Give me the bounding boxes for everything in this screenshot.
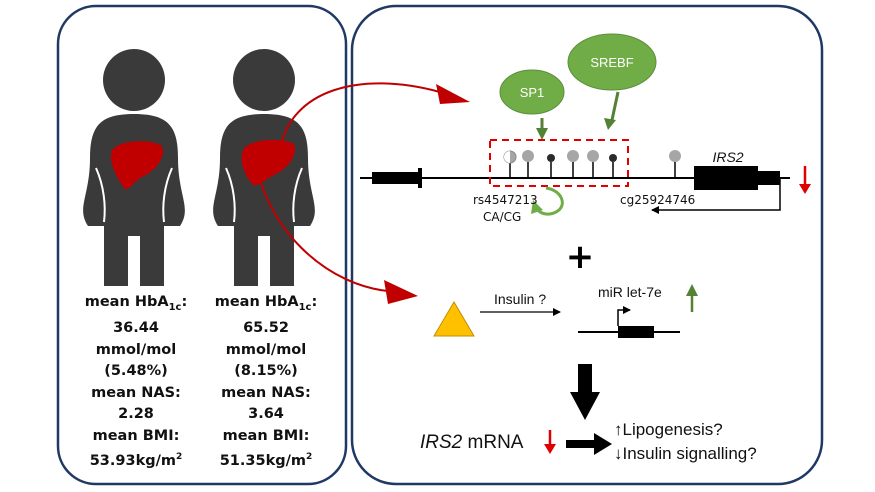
mrna-label: IRS2 mRNA xyxy=(420,432,523,454)
nas-label: mean NAS: xyxy=(221,384,311,401)
insulin-triangle-icon xyxy=(433,301,475,337)
mirna-exon xyxy=(618,326,654,338)
mrna-down-arrowhead xyxy=(544,444,556,454)
hba1c-value: 36.44 xyxy=(113,320,159,337)
outcome-insulin-signalling: ↓Insulin signalling? xyxy=(614,444,757,463)
cpg-lollipop xyxy=(609,154,617,178)
mrna-gene-name: IRS2 xyxy=(420,432,463,453)
curved-arrow-to-gene xyxy=(279,82,441,151)
hba1c-subscript: 1c xyxy=(298,301,312,313)
outcome-lipogenesis: ↑Lipogenesis? xyxy=(614,420,723,439)
liver-icon xyxy=(110,141,164,190)
big-down-arrow-head xyxy=(570,392,600,420)
hba1c-unit: mmol/mol xyxy=(225,341,307,358)
right-panel-frame xyxy=(350,4,824,486)
sp1-arrowhead xyxy=(536,128,548,140)
srebf-arrowhead xyxy=(604,118,616,130)
hba1c-percent: (8.15%) xyxy=(234,363,298,380)
mirna-tss-arrow xyxy=(617,306,631,326)
bmi-superscript: 2 xyxy=(176,452,183,463)
exon-marker xyxy=(418,168,422,188)
mirna-label: miR let-7e xyxy=(598,284,662,300)
nas-value: 2.28 xyxy=(118,406,154,423)
big-down-arrow-shaft xyxy=(578,364,592,394)
hba1c-unit: mmol/mol xyxy=(95,341,177,358)
bmi-superscript: 2 xyxy=(306,452,313,463)
bmi-row: 53.93kg/m2 xyxy=(66,447,206,472)
bmi-row: 51.35kg/m2 xyxy=(196,447,336,472)
mrna-suffix: mRNA xyxy=(462,432,524,453)
curved-arrow-to-insulin xyxy=(255,157,401,293)
effect-arrow-shaft xyxy=(566,440,596,448)
patient-stats-left: mean HbA1c: 36.44 mmol/mol (5.48%) mean … xyxy=(66,292,206,473)
mirna-up-arrowhead xyxy=(686,284,698,296)
arrowhead-to-insulin xyxy=(384,280,418,304)
hba1c-label: mean HbA xyxy=(214,294,299,310)
nas-value: 3.64 xyxy=(248,406,284,423)
transcription-start-arrow xyxy=(651,178,781,214)
hba1c-suffix: : xyxy=(181,294,188,310)
irs2-exon-small xyxy=(758,171,780,185)
effect-arrow-head xyxy=(594,433,612,455)
gene-down-arrowhead xyxy=(799,184,811,194)
snp-alleles: CA/CG xyxy=(483,210,522,224)
hba1c-percent: (5.48%) xyxy=(104,363,168,380)
tf-srebf-bubble xyxy=(567,33,657,91)
gene-label: IRS2 xyxy=(712,149,743,165)
nas-label: mean NAS: xyxy=(91,384,181,401)
cpg-lollipop xyxy=(547,154,555,178)
tf-sp1-bubble xyxy=(499,69,565,115)
irs2-exon-large xyxy=(694,166,758,190)
hba1c-label: mean HbA xyxy=(84,294,169,310)
liver-icon xyxy=(241,139,296,186)
upstream-exon xyxy=(372,172,418,184)
tf-srebf-label: SREBF xyxy=(590,55,633,70)
cpg-lollipop xyxy=(522,150,534,178)
bmi-label: mean BMI: xyxy=(222,427,310,444)
cpg-label: cg25924746 xyxy=(620,193,696,207)
cpg-lollipop xyxy=(567,150,579,178)
tf-sp1-label: SP1 xyxy=(520,85,545,100)
snp-curved-arrow xyxy=(534,186,564,216)
cpg-lollipop-cg25924746 xyxy=(669,150,681,178)
cpg-lollipop xyxy=(587,150,599,178)
promoter-region-box xyxy=(489,139,629,187)
arrowhead-to-gene xyxy=(436,84,470,104)
insulin-label: Insulin ? xyxy=(494,291,547,307)
hba1c-subscript: 1c xyxy=(168,301,182,313)
left-panel-frame xyxy=(56,4,348,486)
hba1c-row: mean HbA1c: xyxy=(196,292,336,318)
srebf-binding-arrow xyxy=(610,91,620,121)
hba1c-value: 65.52 xyxy=(243,320,289,337)
snp-arrowhead xyxy=(531,200,543,214)
snp-label: rs4547213 xyxy=(473,193,538,207)
cpg-lollipop xyxy=(503,150,517,178)
bmi-value: 53.93kg/m xyxy=(89,453,177,470)
hba1c-suffix: : xyxy=(311,294,318,310)
patient-stats-right: mean HbA1c: 65.52 mmol/mol (8.15%) mean … xyxy=(196,292,336,473)
bmi-label: mean BMI: xyxy=(92,427,180,444)
plus-sign: + xyxy=(566,237,595,277)
hba1c-row: mean HbA1c: xyxy=(66,292,206,318)
bmi-value: 51.35kg/m xyxy=(219,453,307,470)
